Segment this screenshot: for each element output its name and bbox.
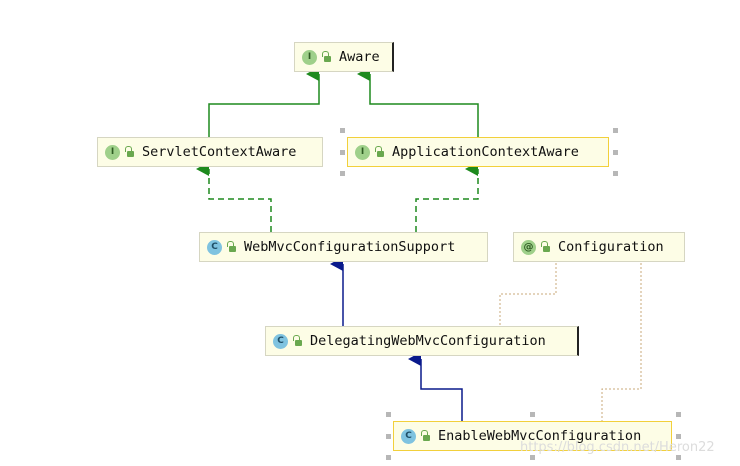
public-access-icon [321,51,331,63]
node-label: Configuration [558,239,664,255]
node-enable-web-mvc-configuration[interactable]: C EnableWebMvcConfiguration [393,421,672,451]
public-access-icon [540,241,550,253]
selection-handle[interactable] [613,150,618,155]
node-servlet-context-aware[interactable]: I ServletContextAware [97,137,323,167]
edge-configuration-to-enable [601,263,642,421]
selection-handle[interactable] [676,412,681,417]
interface-icon: I [302,49,317,65]
node-configuration[interactable]: @ Configuration [513,232,685,262]
node-application-context-aware[interactable]: I ApplicationContextAware [347,137,609,167]
public-access-icon [374,146,384,158]
selection-handle[interactable] [676,434,681,439]
node-label: Aware [339,49,380,65]
node-label: ServletContextAware [142,144,297,160]
node-label: WebMvcConfigurationSupport [244,239,456,255]
node-aware[interactable]: I Aware [294,42,394,72]
selection-handle[interactable] [530,455,535,460]
public-access-icon [124,146,134,158]
public-access-icon [226,241,236,253]
public-access-icon [420,430,430,442]
selection-handle[interactable] [340,171,345,176]
selection-handle[interactable] [386,434,391,439]
public-access-icon [292,335,302,347]
interface-icon: I [105,144,120,160]
edge-support-to-servlet-context-aware [196,162,272,232]
selection-handle[interactable] [340,128,345,133]
selection-handle[interactable] [530,412,535,417]
selection-handle[interactable] [676,455,681,460]
node-label: ApplicationContextAware [392,144,579,160]
edge-servlet-context-aware-to-aware [208,67,320,137]
selection-handle[interactable] [386,412,391,417]
annotation-icon: @ [521,239,536,255]
node-web-mvc-configuration-support[interactable]: C WebMvcConfigurationSupport [199,232,488,262]
selection-handle[interactable] [386,455,391,460]
class-icon: C [273,333,288,349]
selection-handle[interactable] [340,150,345,155]
node-label: EnableWebMvcConfiguration [438,428,642,444]
selection-handle[interactable] [613,171,618,176]
edge-support-to-application-context-aware [415,162,479,232]
class-icon: C [401,428,416,444]
edge-application-context-aware-to-aware [357,67,479,137]
interface-icon: I [355,144,370,160]
node-label: DelegatingWebMvcConfiguration [310,333,546,349]
watermark-text: https://blog.csdn.net/Heron22 [520,440,715,455]
node-delegating-web-mvc-configuration[interactable]: C DelegatingWebMvcConfiguration [265,326,579,356]
selection-handle[interactable] [613,128,618,133]
edge-configuration-to-delegating [499,263,557,326]
class-icon: C [207,239,222,255]
edge-enable-to-delegating [408,352,463,421]
